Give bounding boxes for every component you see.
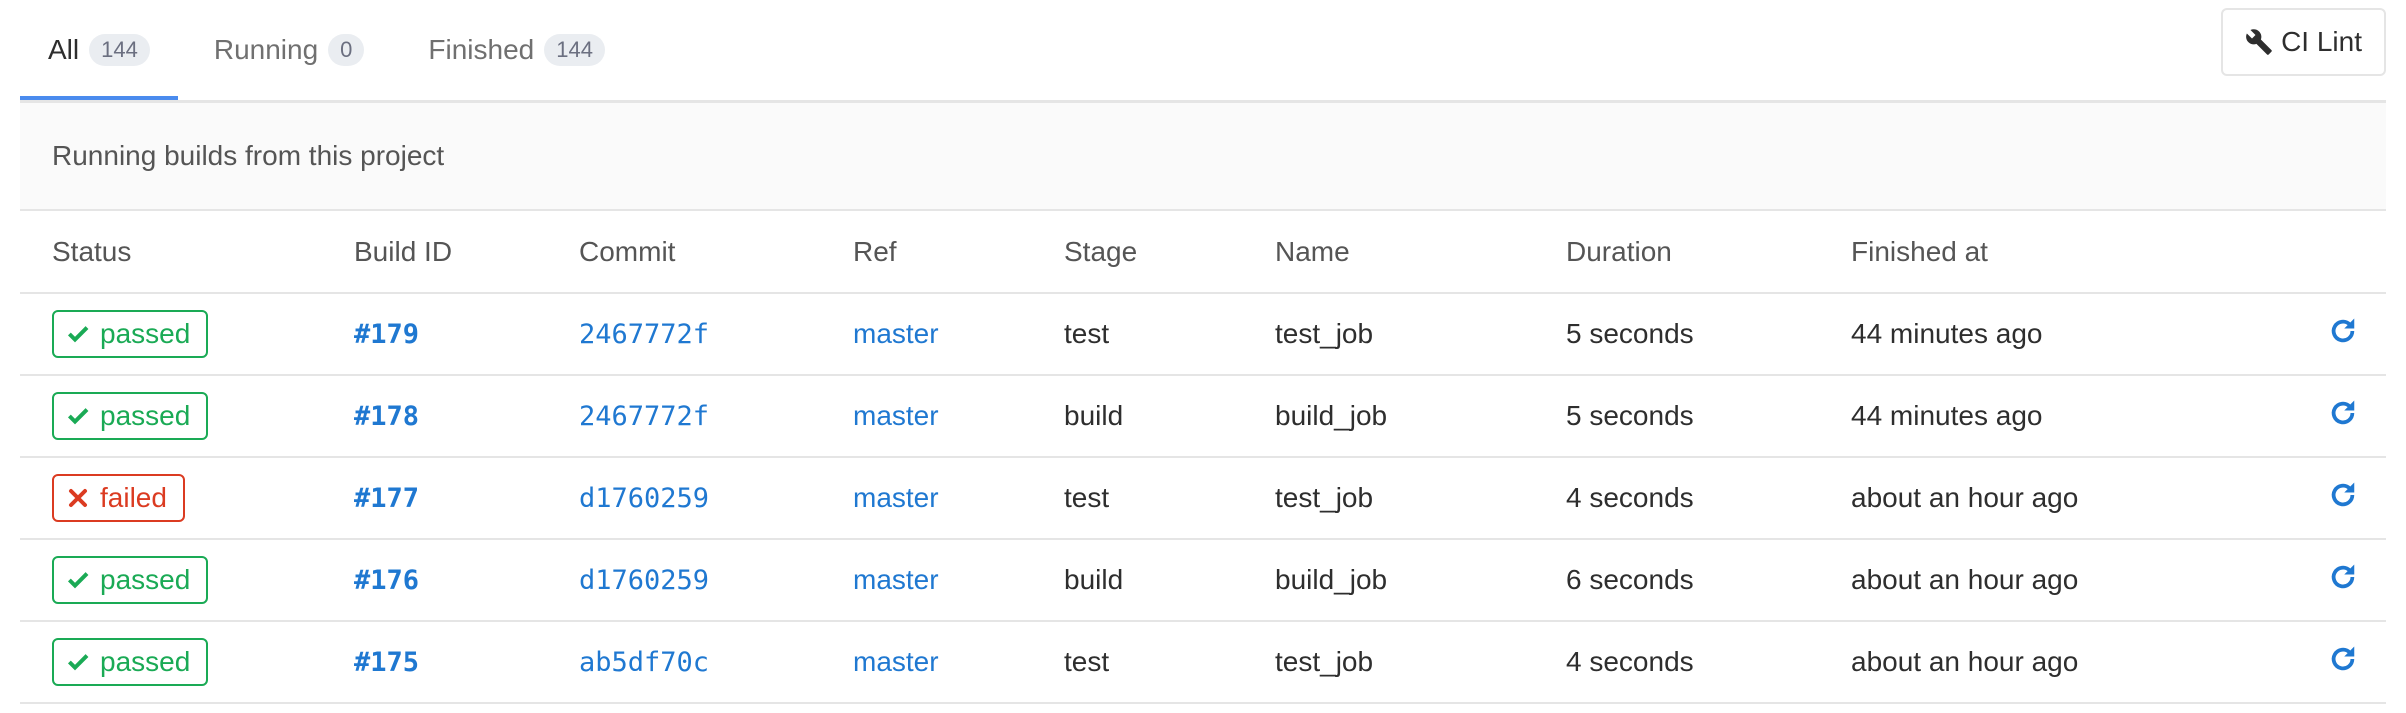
tab-running-label: Running <box>213 34 319 65</box>
finished-at-text: about an hour ago <box>1851 646 2079 677</box>
stage-text: test <box>1064 646 1110 677</box>
column-header-ref: Ref <box>853 211 1064 294</box>
job-name-text: test_job <box>1275 646 1374 677</box>
tab-running[interactable]: Running 0 <box>186 0 393 100</box>
column-header-stage: Stage <box>1064 211 1275 294</box>
column-header-commit: Commit <box>579 211 853 294</box>
finished-at-text: about an hour ago <box>1851 482 2079 513</box>
ci-lint-label: CI Lint <box>2281 26 2362 57</box>
build-id-link[interactable]: #176 <box>354 565 420 596</box>
tab-finished-count: 144 <box>544 34 605 66</box>
job-name-text: test_job <box>1275 482 1374 513</box>
tabs-divider <box>20 100 2386 103</box>
table-row: failed #177 d1760259 master test test_jo… <box>20 457 2386 540</box>
stage-text: build <box>1064 400 1124 431</box>
x-icon <box>69 489 87 507</box>
status-label: passed <box>100 400 191 431</box>
status-label: passed <box>100 318 191 349</box>
info-banner: Running builds from this project <box>20 103 2386 211</box>
duration-text: 4 seconds <box>1566 646 1694 677</box>
tab-all-label: All <box>48 34 80 65</box>
column-header-finished-at: Finished at <box>1851 211 2301 294</box>
tab-finished[interactable]: Finished 144 <box>400 0 633 100</box>
retry-icon[interactable] <box>2328 480 2358 510</box>
status-badge[interactable]: passed <box>52 310 209 358</box>
commit-link[interactable]: ab5df70c <box>579 647 710 678</box>
status-label: passed <box>100 564 191 595</box>
stage-text: test <box>1064 482 1110 513</box>
column-header-name: Name <box>1275 211 1566 294</box>
job-name-text: test_job <box>1275 318 1374 349</box>
retry-icon[interactable] <box>2328 316 2358 346</box>
check-icon <box>67 408 89 425</box>
ref-link[interactable]: master <box>853 646 939 677</box>
check-icon <box>67 572 89 589</box>
table-header-row: Status Build ID Commit Ref Stage Name Du… <box>20 211 2386 294</box>
build-id-link[interactable]: #178 <box>354 401 420 432</box>
build-id-link[interactable]: #177 <box>354 483 420 514</box>
build-id-link[interactable]: #175 <box>354 647 420 678</box>
commit-link[interactable]: d1760259 <box>579 483 710 514</box>
ref-link[interactable]: master <box>853 564 939 595</box>
job-name-text: build_job <box>1275 564 1388 595</box>
check-icon <box>67 326 89 343</box>
table-row: passed #176 d1760259 master build build_… <box>20 539 2386 622</box>
wrench-icon <box>2246 29 2272 55</box>
stage-text: build <box>1064 564 1124 595</box>
duration-text: 5 seconds <box>1566 400 1694 431</box>
status-badge[interactable]: passed <box>52 556 209 604</box>
status-label: passed <box>100 646 191 677</box>
tab-running-count: 0 <box>328 34 365 66</box>
retry-icon[interactable] <box>2328 644 2358 674</box>
finished-at-text: about an hour ago <box>1851 564 2079 595</box>
status-badge[interactable]: passed <box>52 392 209 440</box>
ref-link[interactable]: master <box>853 482 939 513</box>
duration-text: 6 seconds <box>1566 564 1694 595</box>
status-badge[interactable]: passed <box>52 638 209 686</box>
column-header-actions <box>2301 211 2386 294</box>
commit-link[interactable]: 2467772f <box>579 319 710 350</box>
retry-icon[interactable] <box>2328 398 2358 428</box>
tab-all-count: 144 <box>89 34 150 66</box>
tab-all[interactable]: All 144 <box>20 0 178 100</box>
builds-table: Status Build ID Commit Ref Stage Name Du… <box>20 211 2386 704</box>
status-label: failed <box>100 482 167 513</box>
ci-lint-button[interactable]: CI Lint <box>2221 8 2386 76</box>
banner-text: Running builds from this project <box>52 140 445 171</box>
table-row: passed #179 2467772f master test test_jo… <box>20 293 2386 376</box>
check-icon <box>67 654 89 671</box>
column-header-duration: Duration <box>1566 211 1851 294</box>
ref-link[interactable]: master <box>853 400 939 431</box>
column-header-build-id: Build ID <box>354 211 579 294</box>
table-row: passed #178 2467772f master build build_… <box>20 375 2386 458</box>
duration-text: 4 seconds <box>1566 482 1694 513</box>
commit-link[interactable]: 2467772f <box>579 401 710 432</box>
job-name-text: build_job <box>1275 400 1388 431</box>
status-badge[interactable]: failed <box>52 474 185 522</box>
column-header-status: Status <box>20 211 354 294</box>
duration-text: 5 seconds <box>1566 318 1694 349</box>
build-id-link[interactable]: #179 <box>354 319 420 350</box>
table-row: passed #175 ab5df70c master test test_jo… <box>20 621 2386 704</box>
commit-link[interactable]: d1760259 <box>579 565 710 596</box>
tab-finished-label: Finished <box>428 34 535 65</box>
retry-icon[interactable] <box>2328 562 2358 592</box>
build-tabs: All 144 Running 0 Finished 144 <box>20 0 633 100</box>
finished-at-text: 44 minutes ago <box>1851 400 2043 431</box>
ref-link[interactable]: master <box>853 318 939 349</box>
stage-text: test <box>1064 318 1110 349</box>
finished-at-text: 44 minutes ago <box>1851 318 2043 349</box>
